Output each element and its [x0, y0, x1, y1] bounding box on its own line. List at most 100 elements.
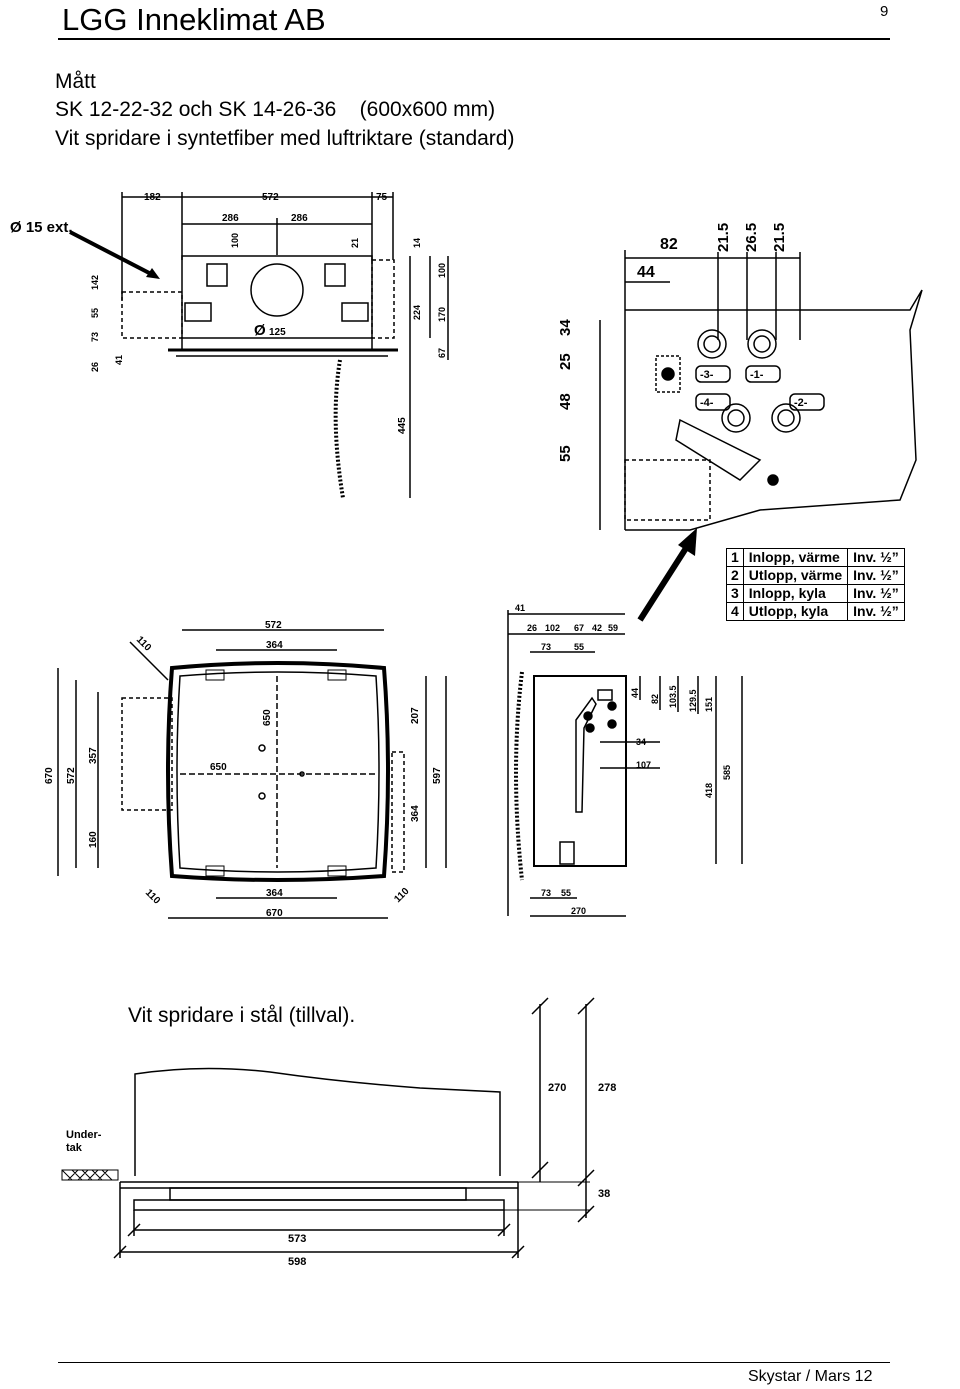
dim: 107 [636, 760, 651, 770]
dim: 102 [545, 623, 560, 633]
steel-diffuser-view: Under- tak 270 278 38 573 598 [61, 997, 616, 1268]
dim: 650 [210, 762, 227, 773]
dim: 21.5 [771, 223, 788, 252]
dim: 38 [598, 1188, 610, 1200]
conn-no: 4 [726, 602, 744, 621]
ceiling-label: tak [66, 1142, 83, 1154]
section-title: Mått [55, 70, 96, 93]
front-view: Ø 15 ext. 182 572 75 286 286 Ø 125 [10, 192, 449, 499]
dim: 26 [527, 623, 537, 633]
conn-no: 3 [726, 584, 744, 603]
dim: 585 [722, 765, 732, 780]
table-row: 1 Inlopp, värme Inv. ½” [726, 548, 905, 567]
dim: 34 [636, 737, 646, 747]
dim: 142 [90, 275, 100, 290]
dim: 364 [266, 888, 283, 899]
page-number: 9 [880, 3, 889, 20]
dim: 598 [288, 1256, 306, 1268]
dim: 650 [262, 709, 273, 726]
ext-label: Ø 15 ext. [10, 219, 73, 236]
description-line: Vit spridare i syntetfiber med luftrikta… [55, 127, 515, 150]
duct-diameter: 125 [269, 327, 286, 338]
dim: 357 [88, 747, 99, 764]
dim: 42 [592, 623, 602, 633]
conn-thread: Inv. ½” [847, 602, 905, 621]
dim: 25 [557, 353, 574, 370]
side-section: 41 26 102 67 42 59 73 55 44 82 103.5 129… [507, 603, 743, 917]
dim: 278 [598, 1082, 616, 1094]
dim: 100 [230, 233, 240, 248]
dim: 67 [437, 348, 447, 358]
port-marker: -3- [700, 369, 714, 381]
dim: 207 [410, 707, 421, 724]
dim: 26 [90, 362, 100, 372]
dim: 110 [392, 886, 411, 905]
dim: 445 [397, 417, 408, 434]
dim: 67 [574, 623, 584, 633]
conn-no: 2 [726, 566, 744, 585]
dim: 55 [90, 308, 100, 318]
dim: 110 [143, 887, 162, 906]
dim: 55 [574, 642, 584, 652]
conn-name: Inlopp, värme [742, 548, 849, 567]
conn-name: Utlopp, kyla [742, 602, 849, 621]
footer-rule [58, 1362, 890, 1363]
dim: 59 [608, 623, 618, 633]
dim: 170 [437, 307, 447, 322]
dim: 55 [561, 888, 571, 898]
port-marker: -4- [700, 397, 714, 409]
steel-section-title: Vit spridare i stål (tillval). [128, 1004, 356, 1027]
dim: 103.5 [668, 685, 678, 708]
model-line: SK 12-22-32 och SK 14-26-36 (600x600 mm) [55, 98, 496, 121]
dim: 572 [262, 192, 279, 203]
dim: 82 [650, 694, 660, 704]
table-row: 2 Utlopp, värme Inv. ½” [726, 566, 905, 585]
connection-detail: 82 21.5 26.5 21.5 44 34 25 48 55 -3- -1-… [557, 223, 923, 622]
dim: 286 [291, 213, 308, 224]
dim: 572 [265, 620, 282, 631]
conn-thread: Inv. ½” [847, 584, 905, 603]
dim: 670 [44, 767, 55, 784]
dim: 73 [90, 332, 100, 342]
dim: 41 [114, 355, 124, 365]
conn-thread: Inv. ½” [847, 548, 905, 567]
port-marker: -1- [750, 369, 764, 381]
dim: 270 [571, 906, 586, 916]
dim: 224 [412, 305, 422, 320]
plan-view: 572 364 110 650 650 670 572 357 160 207 [44, 620, 447, 919]
company-name: LGG Inneklimat AB [62, 2, 326, 37]
duct-symbol: Ø [254, 322, 266, 339]
dim: 670 [266, 908, 283, 919]
dim: 364 [410, 805, 421, 822]
dim: 151 [704, 697, 714, 712]
dim: 26.5 [743, 223, 760, 252]
dim: 129.5 [688, 689, 698, 712]
dim: 100 [437, 263, 447, 278]
dim: 286 [222, 213, 239, 224]
dim: 41 [515, 603, 525, 613]
table-row: 4 Utlopp, kyla Inv. ½” [726, 602, 905, 621]
dim: 110 [134, 634, 153, 653]
ceiling-label: Under- [66, 1129, 102, 1141]
dim: 364 [266, 640, 283, 651]
table-row: 3 Inlopp, kyla Inv. ½” [726, 584, 905, 603]
port-marker: -2- [794, 397, 808, 409]
connection-table: 1 Inlopp, värme Inv. ½” 2 Utlopp, värme … [726, 548, 905, 621]
conn-name: Utlopp, värme [742, 566, 849, 585]
dim: 44 [637, 264, 655, 281]
dim: 73 [541, 642, 551, 652]
conn-name: Inlopp, kyla [742, 584, 849, 603]
dim: 182 [144, 192, 161, 203]
dim: 55 [557, 445, 574, 462]
dim: 34 [557, 319, 574, 336]
dim: 73 [541, 888, 551, 898]
dim: 75 [376, 192, 388, 203]
conn-no: 1 [726, 548, 744, 567]
dim: 21.5 [715, 223, 732, 252]
footer-text: Skystar / Mars 12 [748, 1368, 873, 1385]
dim: 14 [412, 238, 422, 248]
dim: 160 [88, 831, 99, 848]
conn-thread: Inv. ½” [847, 566, 905, 585]
dim: 48 [557, 393, 574, 410]
